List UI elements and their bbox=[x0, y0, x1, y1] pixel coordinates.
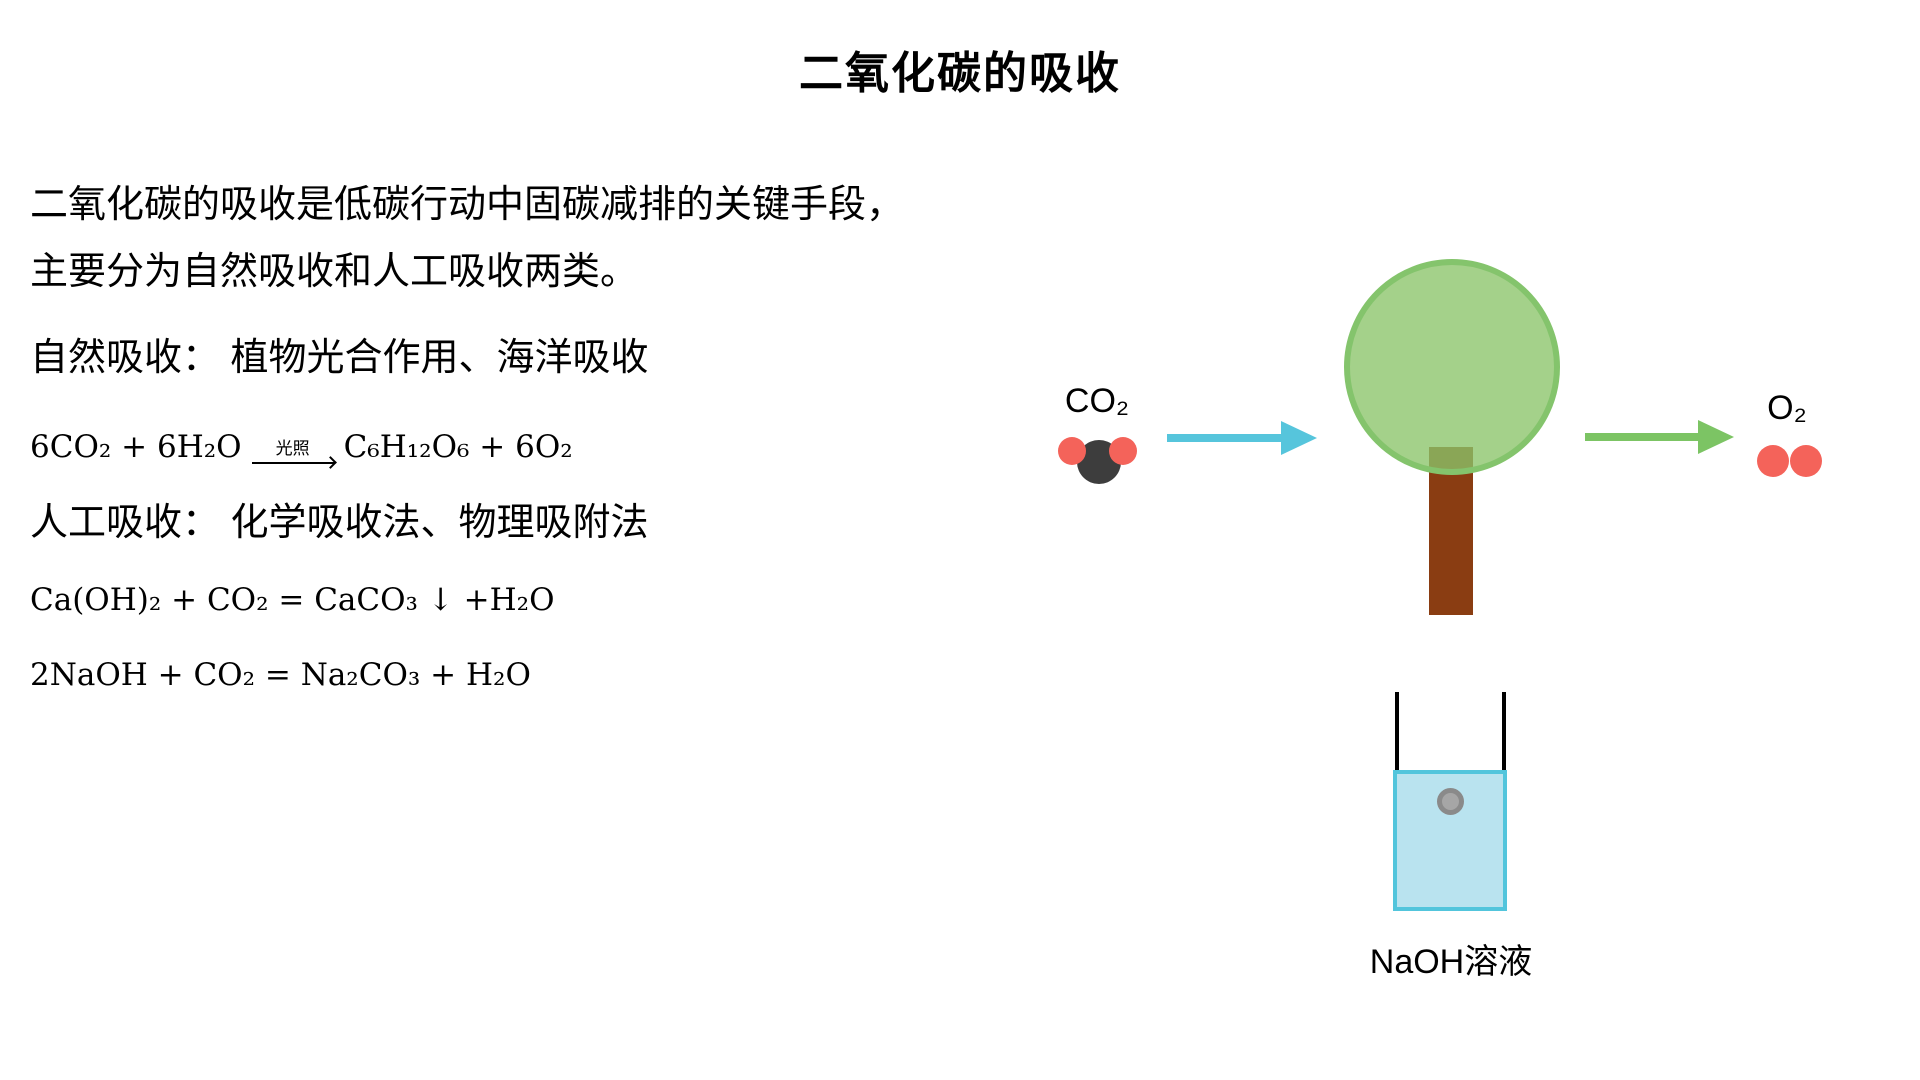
equation-rhs: C₆H₁₂O₆ + 6O₂ bbox=[343, 429, 573, 465]
tree-to-o2-arrow-icon bbox=[1585, 420, 1735, 454]
oxygen-atom-icon bbox=[1058, 437, 1086, 465]
artificial-absorption-heading: 人工吸收： 化学吸收法、物理吸附法 bbox=[30, 502, 649, 544]
tree-trunk bbox=[1429, 447, 1473, 615]
right-arrow-icon bbox=[251, 461, 334, 464]
calcium-hydroxide-equation: Ca(OH)₂ + CO₂ = CaCO₃ ↓ +H₂O bbox=[30, 582, 555, 618]
intro-line-1: 二氧化碳的吸收是低碳行动中固碳减排的关键手段， bbox=[30, 184, 905, 226]
arrow-head bbox=[1698, 420, 1734, 454]
oxygen-atom-icon bbox=[1790, 445, 1822, 477]
reaction-arrow: 光照 bbox=[251, 438, 334, 464]
arrow-shaft bbox=[1167, 434, 1283, 442]
arrow-head bbox=[1281, 421, 1317, 455]
reaction-condition-label: 光照 bbox=[275, 438, 310, 459]
oxygen-atom-icon bbox=[1757, 445, 1789, 477]
photosynthesis-equation: 6CO₂ + 6H₂O 光照 C₆H₁₂O₆ + 6O₂ bbox=[30, 428, 573, 467]
beaker-label: NaOH溶液 bbox=[1369, 943, 1533, 981]
oxygen-atom-icon bbox=[1109, 437, 1137, 465]
sodium-hydroxide-equation: 2NaOH + CO₂ = Na₂CO₃ + H₂O bbox=[30, 657, 531, 693]
natural-absorption-heading: 自然吸收： 植物光合作用、海洋吸收 bbox=[30, 337, 649, 379]
page-title: 二氧化碳的吸收 bbox=[799, 49, 1121, 98]
co2-label: CO₂ bbox=[1064, 382, 1130, 420]
beaker-wall bbox=[1395, 692, 1399, 772]
equation-lhs: 6CO₂ + 6H₂O bbox=[30, 429, 242, 465]
co2-to-tree-arrow-icon bbox=[1167, 421, 1317, 455]
intro-line-2: 主要分为自然吸收和人工吸收两类。 bbox=[30, 251, 639, 293]
tree-canopy bbox=[1344, 259, 1560, 475]
arrow-shaft bbox=[1585, 433, 1700, 441]
o2-label: O₂ bbox=[1767, 389, 1807, 427]
bubble-icon bbox=[1437, 788, 1464, 815]
beaker-wall bbox=[1502, 692, 1506, 772]
